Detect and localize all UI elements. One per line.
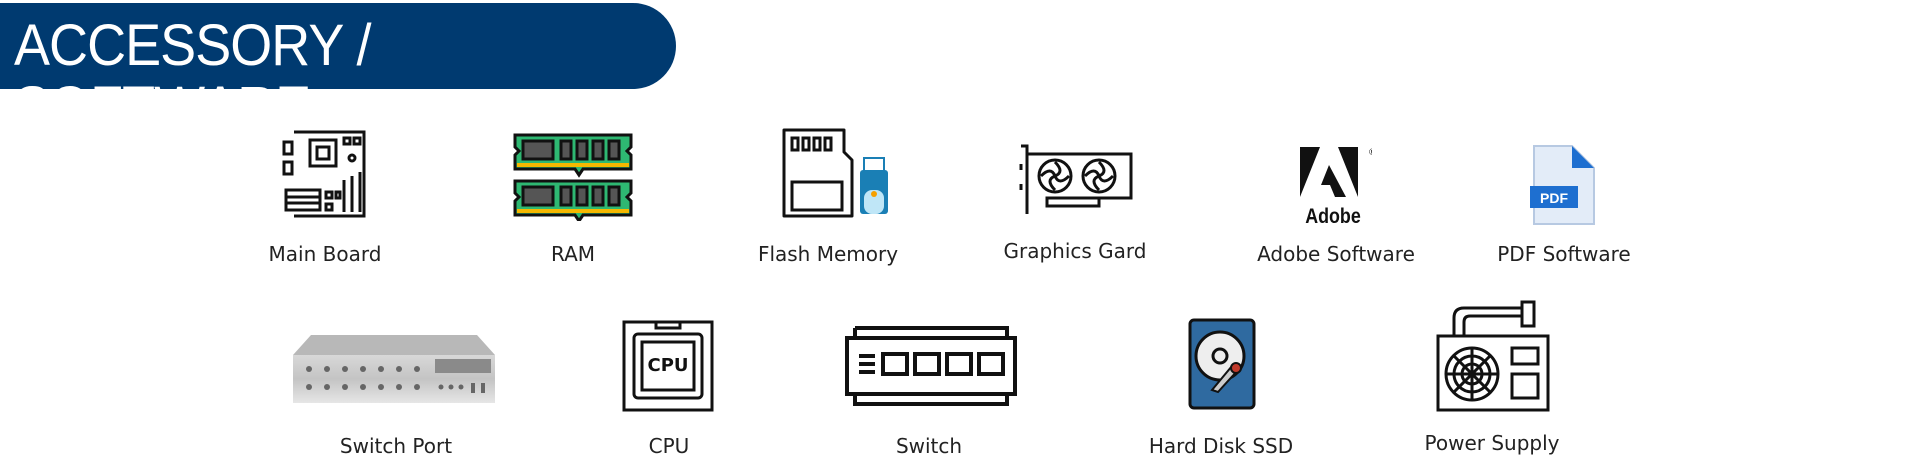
- adobe-logo-text: Adobe: [1305, 205, 1361, 228]
- svg-text:®: ®: [1368, 148, 1372, 158]
- item-label: Main Board: [268, 242, 382, 266]
- adobe-icon: ®: [1300, 147, 1372, 197]
- pdf-logo-text: PDF: [1540, 190, 1568, 206]
- item-label: PDF Software: [1497, 242, 1631, 266]
- switch-icon: [845, 326, 1017, 406]
- power-supply-icon: [1436, 300, 1550, 412]
- item-label: RAM: [550, 242, 596, 266]
- flash-memory-icon: [782, 128, 888, 218]
- item-label: Hard Disk SSD: [1148, 434, 1294, 458]
- motherboard-icon: [282, 130, 366, 218]
- item-label: Flash Memory: [757, 242, 899, 266]
- cpu-icon: [622, 320, 714, 412]
- section-header-banner: ACCESSORY / SOFTWARE: [0, 3, 676, 139]
- item-label: Graphics Gard: [1003, 239, 1147, 263]
- pdf-icon: [1530, 145, 1595, 225]
- item-label: Switch: [895, 434, 963, 458]
- item-label: CPU: [648, 434, 690, 458]
- item-label: Power Supply: [1424, 431, 1560, 455]
- item-label: Adobe Software: [1257, 242, 1415, 266]
- graphics-card-icon: [1019, 144, 1133, 214]
- switch-port-icon: [293, 335, 495, 403]
- cpu-logo-text: CPU: [647, 355, 689, 376]
- ram-icon: [513, 133, 633, 221]
- item-label: Switch Port: [339, 434, 453, 458]
- section-title: ACCESSORY / SOFTWARE: [14, 13, 371, 140]
- hard-disk-icon: [1188, 318, 1256, 410]
